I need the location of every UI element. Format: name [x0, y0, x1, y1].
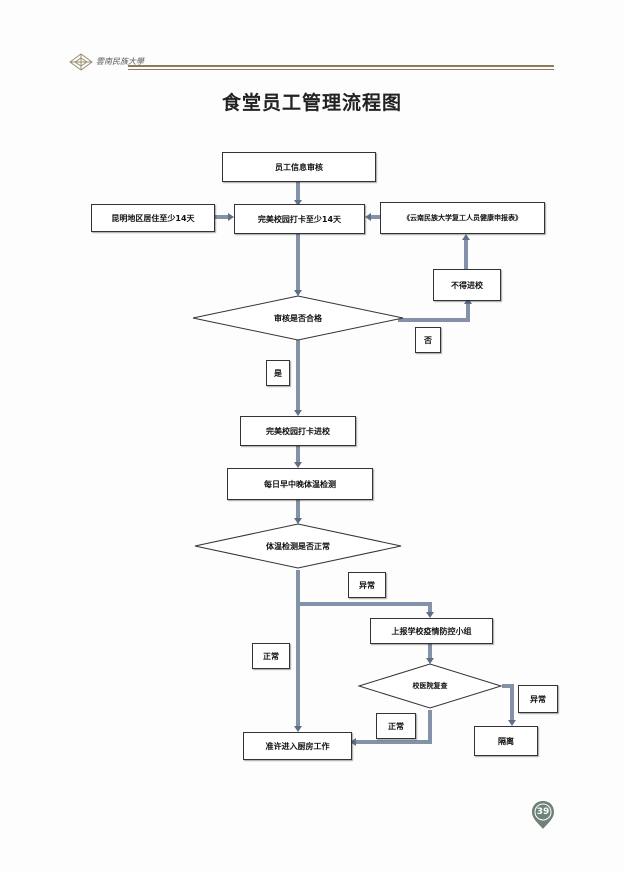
label-normal-2: 正常 [376, 713, 416, 739]
header-rule [128, 65, 554, 67]
checkin-14-box: 完美校园打卡至少14天 [234, 204, 365, 234]
no-entry-box: 不得进校 [433, 269, 501, 301]
arrow-clinic-to-kitchen [356, 710, 432, 744]
header-rule-thin [128, 69, 554, 70]
page-number: 39 [536, 807, 550, 817]
review-diamond-shape [192, 295, 404, 341]
label-yes: 是 [266, 360, 290, 386]
temp-decision: 体温检测是否正常 [266, 541, 330, 551]
university-logo-icon [69, 53, 93, 71]
residence-box: 昆明地区居住至少14天 [91, 204, 215, 232]
university-name: 雲南民族大學 [96, 57, 144, 66]
arrow-review-to-no-entry [398, 304, 470, 322]
label-no: 否 [415, 327, 441, 353]
page-title: 食堂员工管理流程图 [221, 92, 402, 114]
label-abnormal-1: 异常 [348, 572, 386, 598]
arrow-clinic-to-isolate [502, 684, 514, 720]
review-decision: 审核是否合格 [274, 313, 322, 323]
info-review-box: 员工信息审核 [222, 152, 376, 182]
isolate-box: 隔离 [474, 726, 538, 756]
daily-temp-box: 每日早中晚体温检测 [227, 468, 373, 500]
label-abnormal-2: 异常 [518, 685, 558, 713]
temp-diamond-shape [194, 523, 402, 569]
health-form-box: 《云南民族大学复工人员健康申报表》 [380, 202, 545, 234]
checkin-enter-box: 完美校园打卡进校 [240, 416, 356, 446]
report-group-box: 上报学校疫情防控小组 [370, 618, 493, 644]
label-normal-1: 正常 [252, 643, 290, 669]
arrow-decision-to-report [298, 602, 432, 612]
clinic-recheck-decision: 校医院复查 [412, 682, 448, 690]
page-number-badge-icon [532, 801, 554, 829]
clinic-diamond-shape [357, 663, 503, 709]
allow-kitchen-box: 准许进入厨房工作 [243, 732, 352, 760]
